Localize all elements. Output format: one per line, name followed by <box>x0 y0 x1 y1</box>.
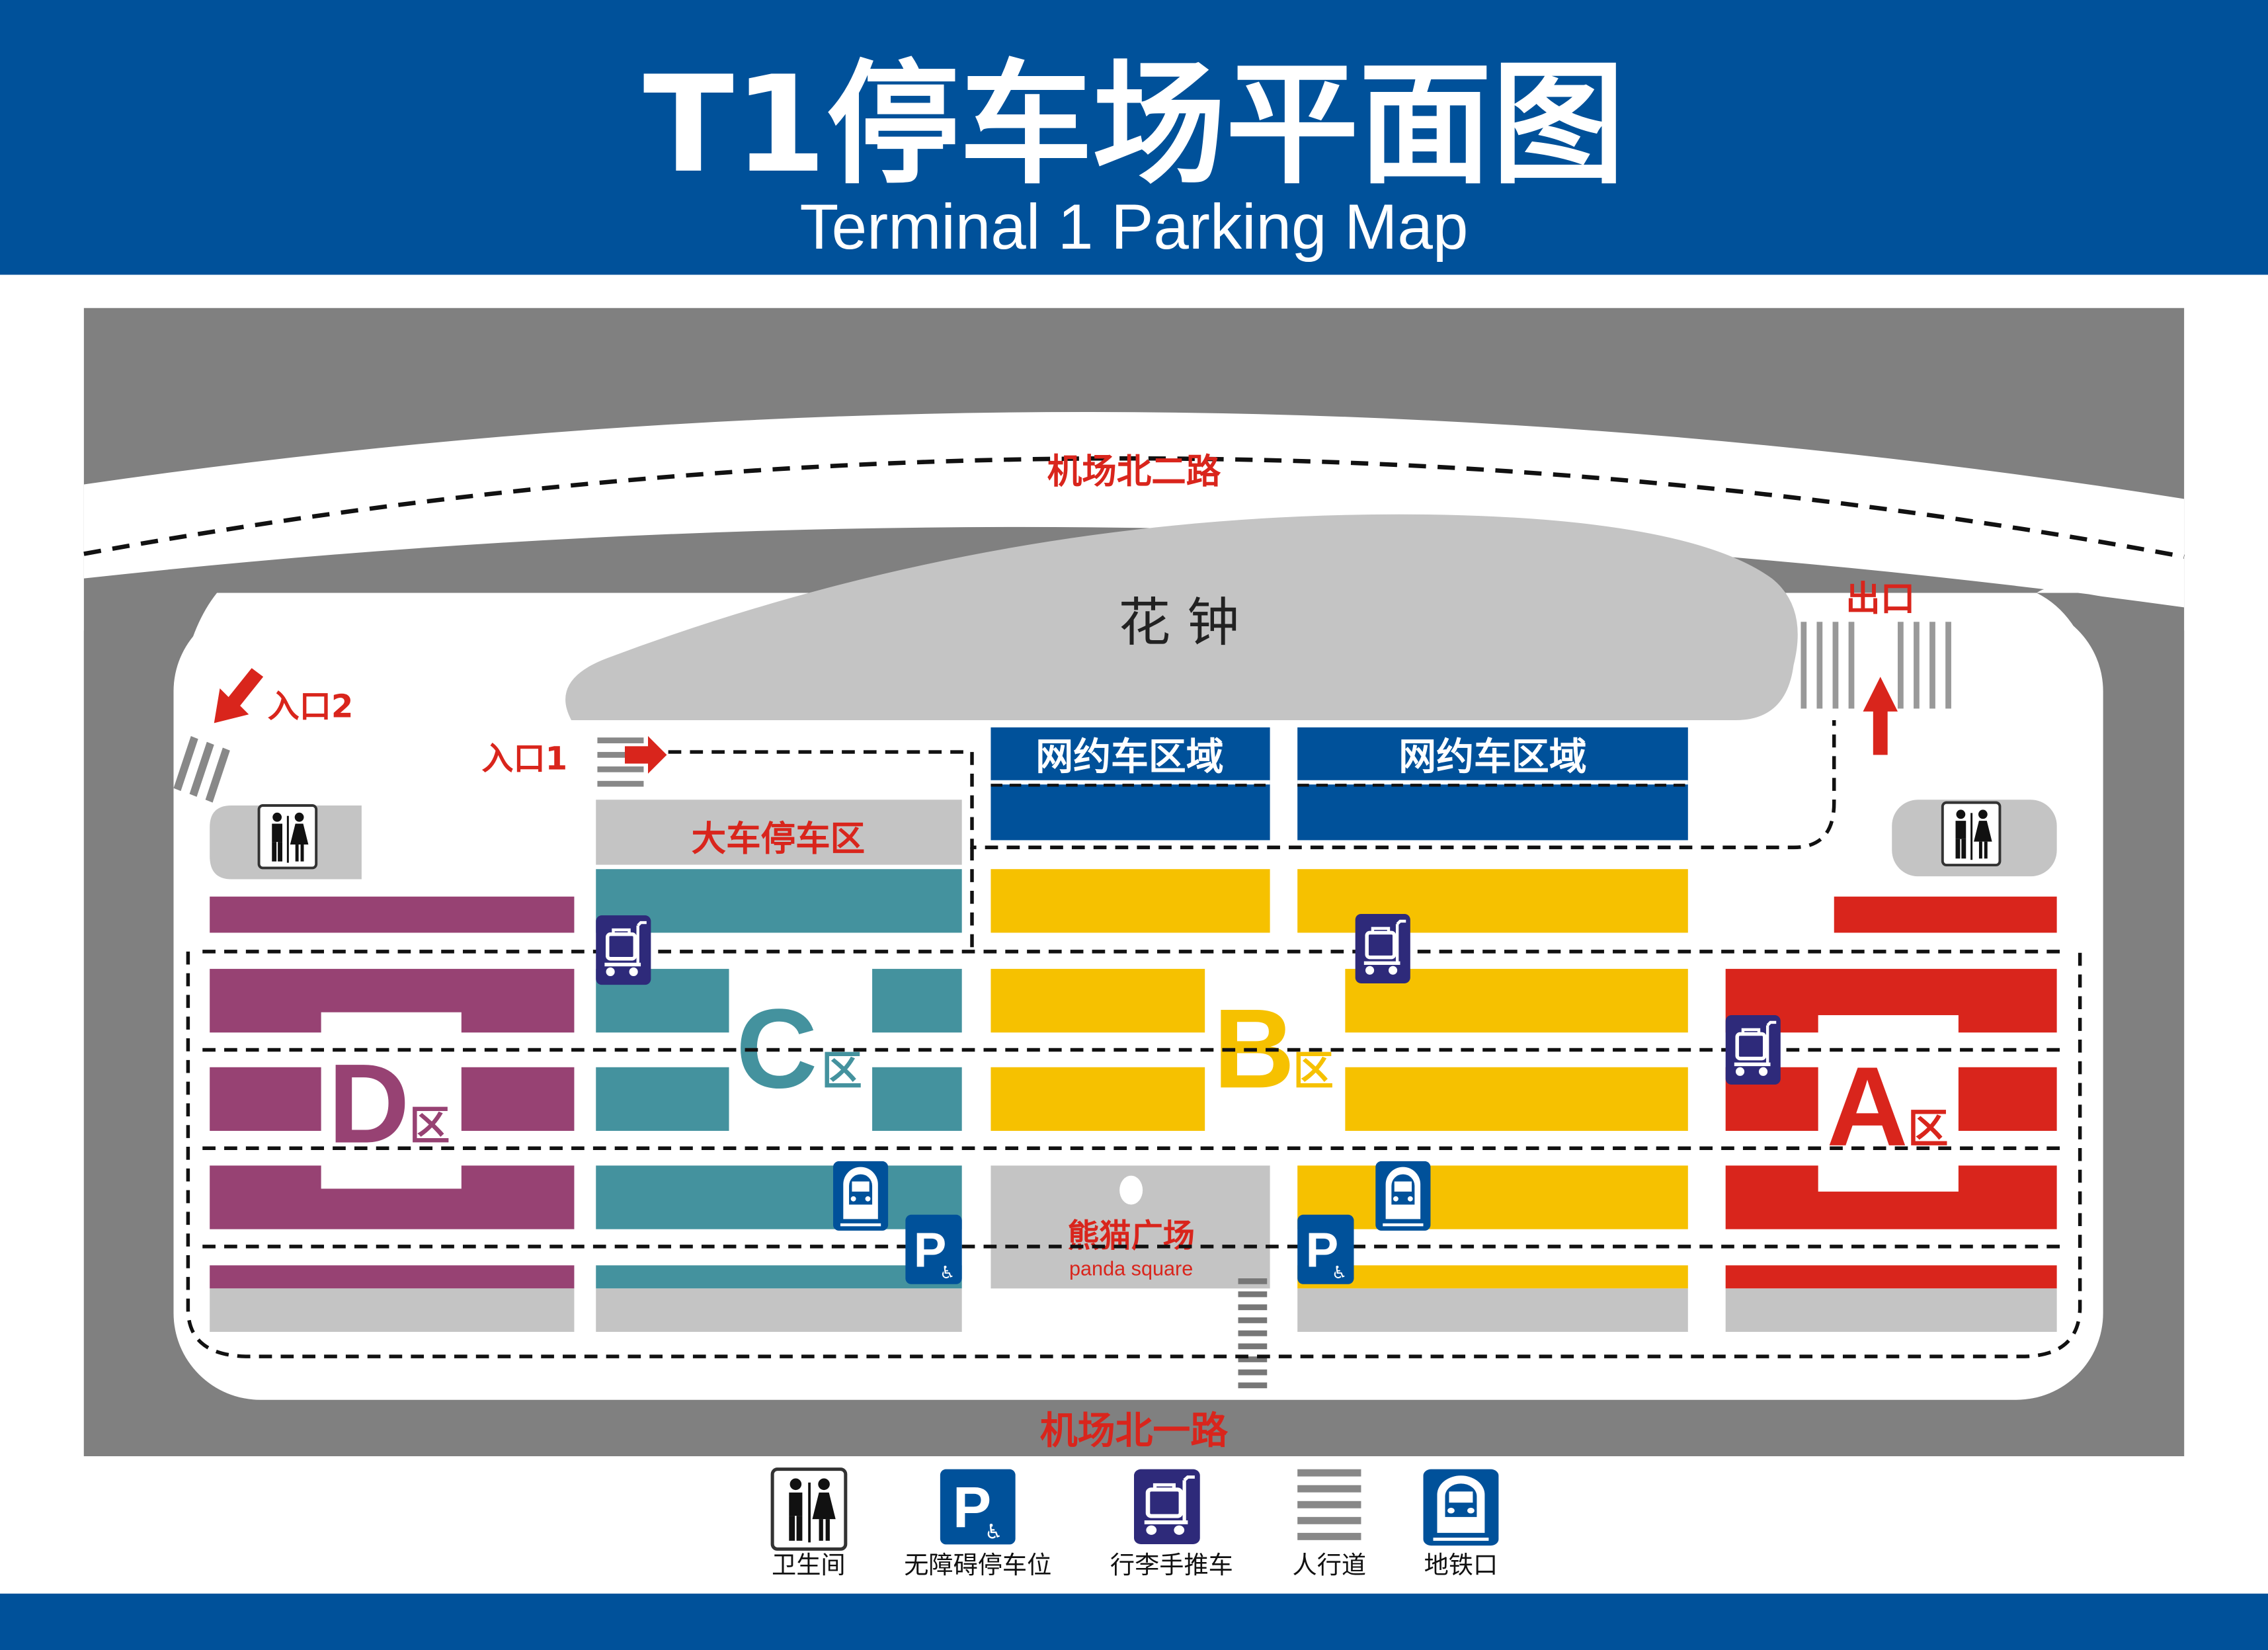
metro-icon <box>1375 1161 1430 1231</box>
bus-parking-area <box>596 800 962 865</box>
accessible-parking-icon: P ♿ <box>1297 1214 1354 1284</box>
metro-icon <box>833 1161 888 1231</box>
road-label-south: 机场北一路 <box>1040 1409 1228 1452</box>
entrance-2-label: 入口2 <box>268 688 354 725</box>
legend-crosswalk-label: 人行道 <box>1293 1550 1367 1579</box>
entrance-1-crosswalk <box>597 737 644 787</box>
legend-metro: 地铁口 <box>1424 1469 1499 1579</box>
legend-metro-label: 地铁口 <box>1424 1550 1498 1579</box>
parking-letter: P <box>1306 1223 1339 1278</box>
entrance-1-label: 入口1 <box>481 740 567 777</box>
metro-icon <box>1424 1469 1499 1546</box>
entrance-1-arrow-icon <box>625 736 667 774</box>
legend: 卫生间 P ♿ 无障碍停车位 行李手推车 人行道 <box>772 1469 1498 1579</box>
luggage-cart-icon <box>1134 1469 1200 1544</box>
bus-parking-label: 大车停车区 <box>692 819 865 859</box>
legend-luggage-cart-label: 行李手推车 <box>1110 1550 1233 1579</box>
zone-d-letter: D <box>328 1042 409 1167</box>
accessible-parking-icon: P ♿ <box>905 1214 962 1284</box>
north-road-centerline <box>83 456 2185 559</box>
zone-c-suffix: 区 <box>822 1048 862 1094</box>
zone-d <box>210 896 575 1332</box>
ride-hailing-label-2: 网约车区域 <box>1398 735 1586 778</box>
flower-clock-area <box>565 514 1798 720</box>
zone-b-suffix: 区 <box>1293 1048 1334 1094</box>
restroom-icon <box>257 804 318 870</box>
page-subtitle: Terminal 1 Parking Map <box>800 192 1469 263</box>
flower-clock-label: 花 钟 <box>1119 593 1240 653</box>
panda-square-label: 熊猫广场 <box>1067 1217 1194 1255</box>
legend-accessible-parking-label: 无障碍停车位 <box>904 1550 1051 1579</box>
exit-arrow-icon <box>1863 677 1898 755</box>
accessible-symbol: ♿ <box>985 1521 1002 1544</box>
zone-b <box>991 869 1688 1332</box>
exit-label: 出口 <box>1845 579 1915 619</box>
luggage-cart-icon <box>1356 914 1410 983</box>
accessible-symbol: ♿ <box>940 1263 955 1283</box>
ride-hailing-label-1: 网约车区域 <box>1035 735 1223 778</box>
accessible-symbol: ♿ <box>1332 1263 1348 1283</box>
zone-a-letter: A <box>1826 1044 1908 1170</box>
legend-accessible-parking: P ♿ 无障碍停车位 <box>904 1469 1051 1579</box>
restroom-icon <box>1941 801 2002 867</box>
zone-c <box>596 869 962 1332</box>
panda-square-marker-icon <box>1119 1175 1143 1205</box>
zone-a <box>1725 896 2057 1332</box>
panda-square-label-en: panda square <box>1069 1258 1193 1280</box>
accessible-parking-icon: P ♿ <box>940 1469 1016 1545</box>
parking-letter: P <box>914 1223 947 1278</box>
legend-luggage-cart: 行李手推车 <box>1110 1469 1233 1579</box>
road-label-north: 机场北二路 <box>1047 451 1221 491</box>
page-title: T1停车场平面图 <box>643 48 1625 202</box>
legend-restroom-label: 卫生间 <box>772 1550 846 1579</box>
entrance-2-arrow-icon <box>214 668 264 723</box>
legend-restroom: 卫生间 <box>772 1469 846 1579</box>
restroom-icon <box>772 1469 846 1549</box>
lane-markings <box>186 847 2082 1358</box>
north-road <box>83 411 2185 608</box>
exit-crosswalk <box>1801 622 1951 709</box>
zone-d-suffix: 区 <box>409 1102 450 1149</box>
header-band <box>0 0 2268 275</box>
parking-letter: P <box>953 1475 991 1540</box>
entrance-2-crosswalk <box>173 736 230 803</box>
footer-band <box>0 1593 2268 1650</box>
zone-a-suffix: 区 <box>1908 1105 1948 1152</box>
luggage-cart-icon <box>1726 1015 1781 1085</box>
legend-crosswalk: 人行道 <box>1293 1469 1367 1579</box>
luggage-cart-icon <box>596 915 651 985</box>
panda-square-crosswalk <box>1238 1278 1268 1389</box>
crosswalk-icon <box>1297 1469 1361 1540</box>
entrance-route <box>668 720 1836 850</box>
